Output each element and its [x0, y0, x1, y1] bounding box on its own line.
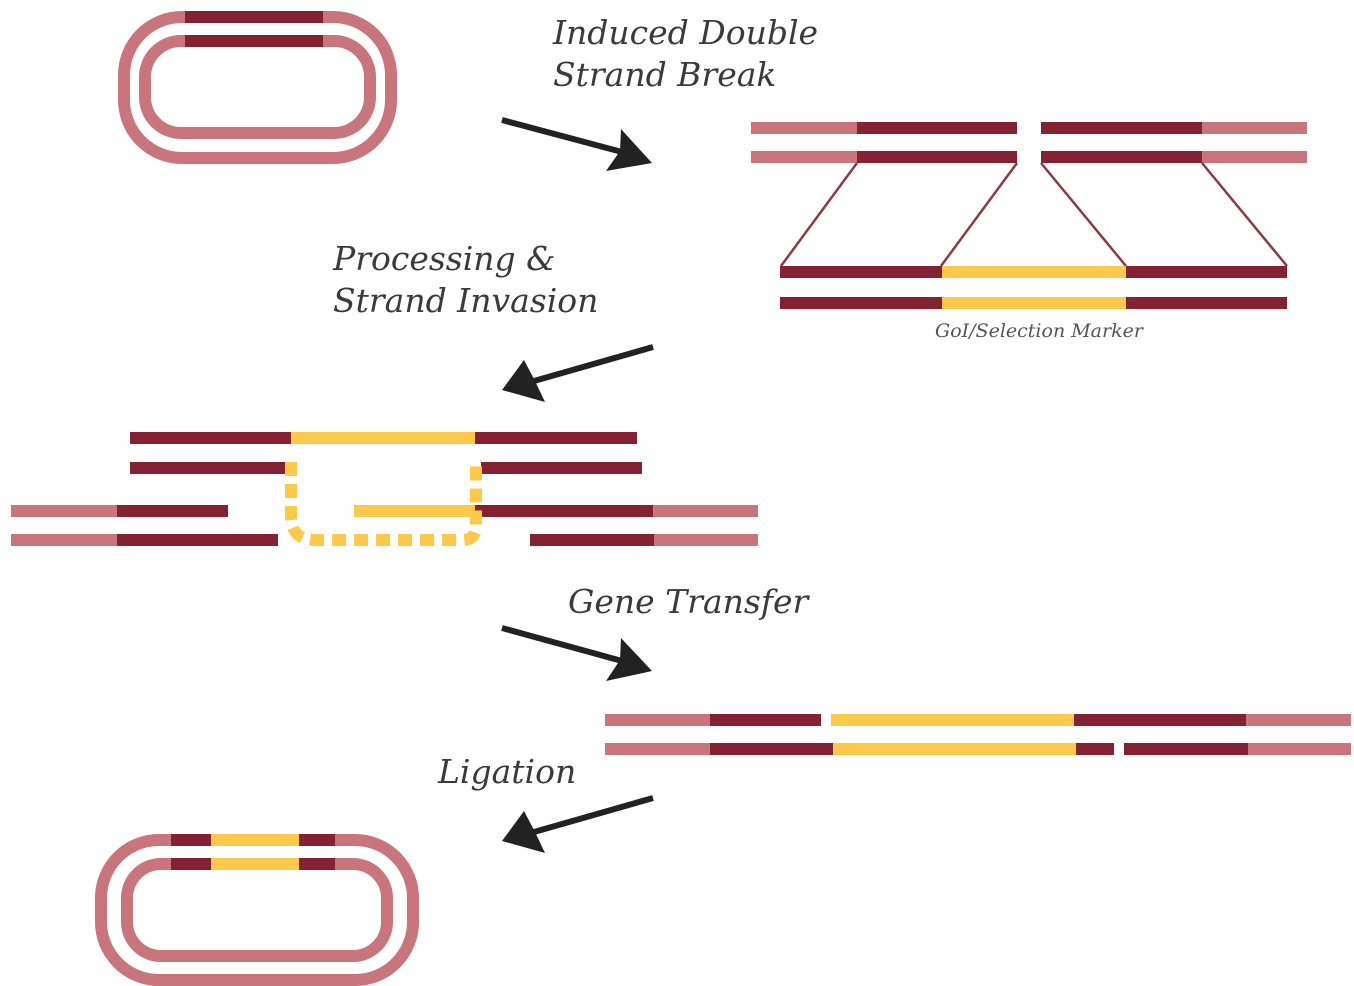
label-induced-break-line2: Strand Break: [553, 55, 776, 94]
label-gene-transfer: Gene Transfer: [568, 582, 811, 621]
broken-top-right-arm: [1041, 122, 1202, 134]
donor-top-left-arm: [780, 266, 942, 278]
final-inner-strand: [121, 858, 393, 962]
broken-chromosome: [751, 122, 1307, 163]
final-outer-right-arm: [299, 834, 335, 846]
transfer-bottom-right-light: [1248, 743, 1351, 755]
arrow-step-2: [502, 344, 654, 402]
label-ligation: Ligation: [437, 752, 576, 791]
arrow-step-4: [502, 795, 654, 853]
transfer-bottom-right-arm-a: [1076, 743, 1114, 755]
connector-left-inner: [939, 162, 1019, 267]
transfer-bottom-left-arm: [710, 743, 833, 755]
transfer-top-left-arm: [710, 714, 821, 726]
broken-top-right-light: [1202, 122, 1307, 134]
target-region-inner: [185, 35, 323, 47]
invasion-chrom-bottom-right-arm: [530, 534, 654, 546]
transfer-bottom-left-light: [605, 743, 710, 755]
gene-transfer-result: [605, 714, 1351, 755]
final-outer-insert: [211, 834, 299, 846]
arrow-step-3: [501, 625, 652, 681]
donor-bottom-insert: [942, 297, 1126, 309]
transfer-bottom-right-arm-b: [1124, 743, 1248, 755]
homology-connectors: [779, 162, 1288, 267]
chromosome-inner-strand: [139, 35, 376, 139]
transfer-top-left-light: [605, 714, 710, 726]
connector-right-outer: [1201, 162, 1288, 267]
invasion-donor-bottom-right: [481, 462, 642, 474]
invasion-donor-top-right: [475, 432, 637, 444]
invasion-dashed-insert-loop: [285, 462, 482, 546]
target-region-outer: [185, 11, 323, 23]
label-induced-break-line1: Induced Double: [552, 13, 818, 52]
label-induced-break: Induced Double Strand Break: [552, 13, 829, 94]
broken-bottom-right-light: [1202, 151, 1307, 163]
final-inner-right-arm: [299, 858, 335, 870]
invasion-donor-top-insert: [291, 432, 475, 444]
circular-chromosome-before: [118, 11, 397, 164]
donor-top-right-arm: [1126, 266, 1287, 278]
transfer-top-right-arm: [1074, 714, 1246, 726]
strand-invasion: [11, 432, 758, 546]
invasion-new-synthesis: [354, 505, 475, 517]
final-inner-insert: [211, 858, 299, 870]
invasion-chrom-top-left-light: [11, 505, 117, 517]
arrow-step-1: [501, 117, 652, 171]
transfer-top-right-light: [1246, 714, 1351, 726]
invasion-chrom-bottom-left-arm: [117, 534, 278, 546]
label-processing-line1: Processing &: [332, 239, 556, 278]
circular-chromosome-after: [95, 834, 419, 986]
label-insert: GoI/Selection Marker: [935, 320, 1145, 342]
invasion-chrom-bottom-right-light: [654, 534, 758, 546]
donor-top-insert: [942, 266, 1126, 278]
invasion-chrom-bottom-left-light: [11, 534, 117, 546]
invasion-donor-bottom-left: [130, 462, 286, 474]
donor-template: [780, 266, 1287, 309]
label-processing-line2: Strand Invasion: [333, 281, 598, 320]
transfer-top-insert: [831, 714, 1074, 726]
broken-bottom-right-arm: [1041, 151, 1202, 163]
donor-bottom-left-arm: [780, 297, 942, 309]
invasion-donor-top-left: [130, 432, 291, 444]
connector-left-outer: [779, 162, 859, 267]
transfer-bottom-insert: [833, 743, 1076, 755]
invasion-chrom-top-right-light: [653, 505, 758, 517]
invasion-chrom-top-right-arm: [475, 505, 653, 517]
label-processing: Processing & Strand Invasion: [332, 239, 598, 320]
broken-bottom-left-arm: [857, 151, 1017, 163]
donor-bottom-right-arm: [1126, 297, 1287, 309]
broken-top-left-arm: [857, 122, 1017, 134]
connector-right-inner: [1040, 162, 1127, 267]
broken-top-left-light: [751, 122, 857, 134]
final-outer-left-arm: [171, 834, 211, 846]
broken-bottom-left-light: [751, 151, 857, 163]
final-inner-left-arm: [171, 858, 211, 870]
invasion-chrom-top-left-arm: [117, 505, 228, 517]
